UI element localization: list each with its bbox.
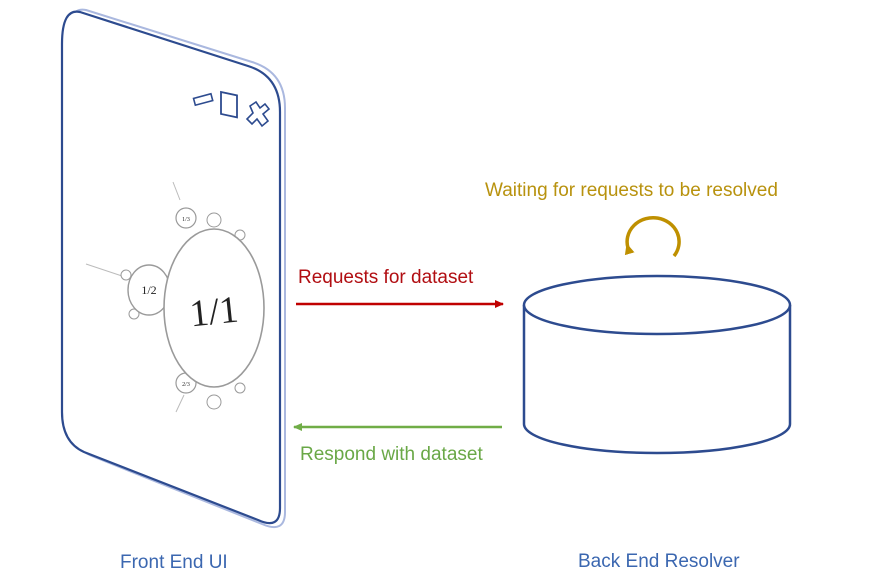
front-end-device: 1/1 1/2 1/3 2/3 bbox=[60, 8, 286, 528]
side-fraction: 1/2 bbox=[141, 283, 156, 297]
maximize-icon[interactable] bbox=[220, 90, 238, 119]
small-bulb-top-fraction: 1/3 bbox=[182, 217, 190, 223]
mandelbrot-figure bbox=[85, 181, 265, 413]
respond-label: Respond with dataset bbox=[300, 444, 483, 465]
front-end-label: Front End UI bbox=[120, 552, 228, 573]
cylinder-top bbox=[522, 274, 792, 336]
circular-arrow-icon bbox=[624, 216, 681, 258]
cylinder-body bbox=[522, 305, 792, 455]
waiting-label: Waiting for requests to be resolved bbox=[485, 180, 778, 201]
database-cylinder-icon bbox=[522, 274, 792, 455]
close-icon[interactable] bbox=[245, 100, 271, 128]
back-end-label: Back End Resolver bbox=[578, 551, 740, 572]
main-cardioid bbox=[163, 228, 265, 388]
requests-label: Requests for dataset bbox=[298, 267, 474, 288]
small-bulb-bottom-fraction: 2/3 bbox=[182, 382, 190, 388]
main-fraction: 1/1 bbox=[188, 289, 241, 336]
minimize-icon[interactable] bbox=[192, 92, 214, 107]
bulb-top-small bbox=[175, 207, 197, 229]
